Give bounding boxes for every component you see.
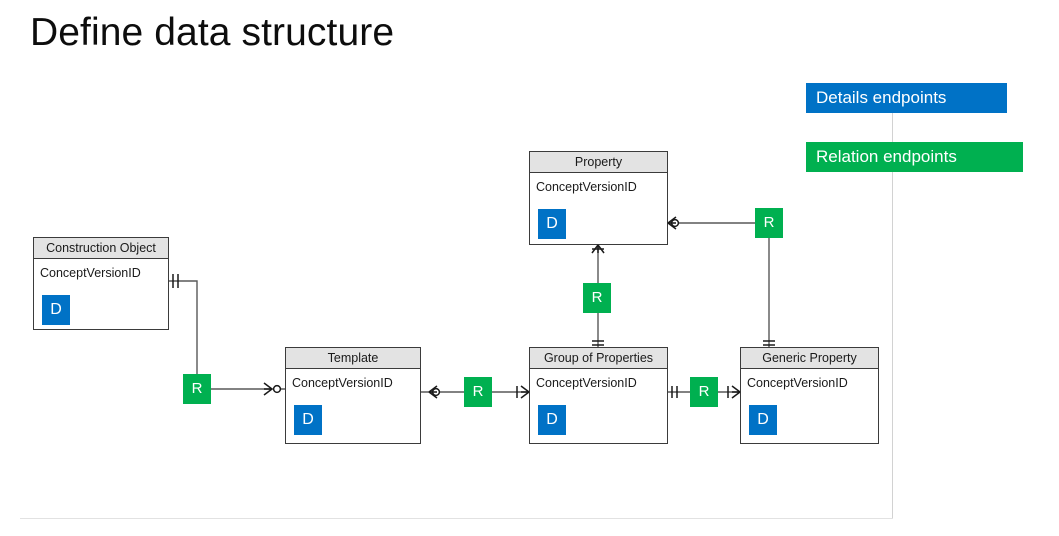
legend-details-label: Details endpoints [816, 88, 947, 107]
details-endpoint-badge[interactable]: D [749, 405, 777, 435]
glyph-crowsfoot-template-right [428, 385, 438, 399]
details-endpoint-badge[interactable]: D [294, 405, 322, 435]
entity-attribute: ConceptVersionID [292, 376, 393, 390]
line-construction-object-to-relation [169, 280, 198, 374]
relation-endpoint-badge-property-generic-property[interactable]: R [755, 208, 783, 238]
entity-group-of-properties[interactable]: Group of Properties ConceptVersionID D [529, 347, 668, 444]
glyph-crowsfoot-template-left [263, 382, 273, 396]
entity-attribute: ConceptVersionID [747, 376, 848, 390]
legend-relation-label: Relation endpoints [816, 147, 957, 166]
entity-title: Template [286, 348, 420, 369]
entity-template[interactable]: Template ConceptVersionID D [285, 347, 421, 444]
diagram-frame-vertical-divider [892, 110, 893, 519]
entity-title: Construction Object [34, 238, 168, 259]
entity-body: ConceptVersionID D [530, 369, 667, 443]
entity-body: ConceptVersionID D [286, 369, 420, 443]
legend-relation-endpoints: Relation endpoints [806, 142, 1023, 172]
entity-construction-object[interactable]: Construction Object ConceptVersionID D [33, 237, 169, 330]
entity-generic-property[interactable]: Generic Property ConceptVersionID D [740, 347, 879, 444]
entity-attribute: ConceptVersionID [536, 376, 637, 390]
relation-endpoint-badge-template-group-of-properties[interactable]: R [464, 377, 492, 407]
entity-property[interactable]: Property ConceptVersionID D [529, 151, 668, 245]
entity-attribute: ConceptVersionID [536, 180, 637, 194]
glyph-zero-circle-property-right [670, 218, 680, 228]
entity-title: Generic Property [741, 348, 878, 369]
entity-body: ConceptVersionID D [741, 369, 878, 443]
page-title: Define data structure [30, 11, 395, 54]
entity-attribute: ConceptVersionID [40, 266, 141, 280]
entity-title: Group of Properties [530, 348, 667, 369]
details-endpoint-badge[interactable]: D [538, 209, 566, 239]
glyph-crowsfoot-property-bottom [591, 244, 605, 254]
glyph-crowsfoot-gop-left [520, 385, 530, 399]
relation-endpoint-badge-group-of-properties-generic-property[interactable]: R [690, 377, 718, 407]
relation-endpoint-badge-property-group-of-properties[interactable]: R [583, 283, 611, 313]
relation-endpoint-badge-construction-object-template[interactable]: R [183, 374, 211, 404]
details-endpoint-badge[interactable]: D [42, 295, 70, 325]
entity-title: Property [530, 152, 667, 173]
entity-body: ConceptVersionID D [34, 259, 168, 329]
glyph-crowsfoot-property-right [667, 216, 677, 230]
diagram-frame-bottom-rule [20, 518, 893, 519]
legend-details-endpoints: Details endpoints [806, 83, 1007, 113]
glyph-zero-circle-template-right [431, 387, 441, 397]
glyph-crowsfoot-generic-left [731, 385, 741, 399]
entity-body: ConceptVersionID D [530, 173, 667, 244]
glyph-zero-circle-template [272, 384, 282, 394]
details-endpoint-badge[interactable]: D [538, 405, 566, 435]
